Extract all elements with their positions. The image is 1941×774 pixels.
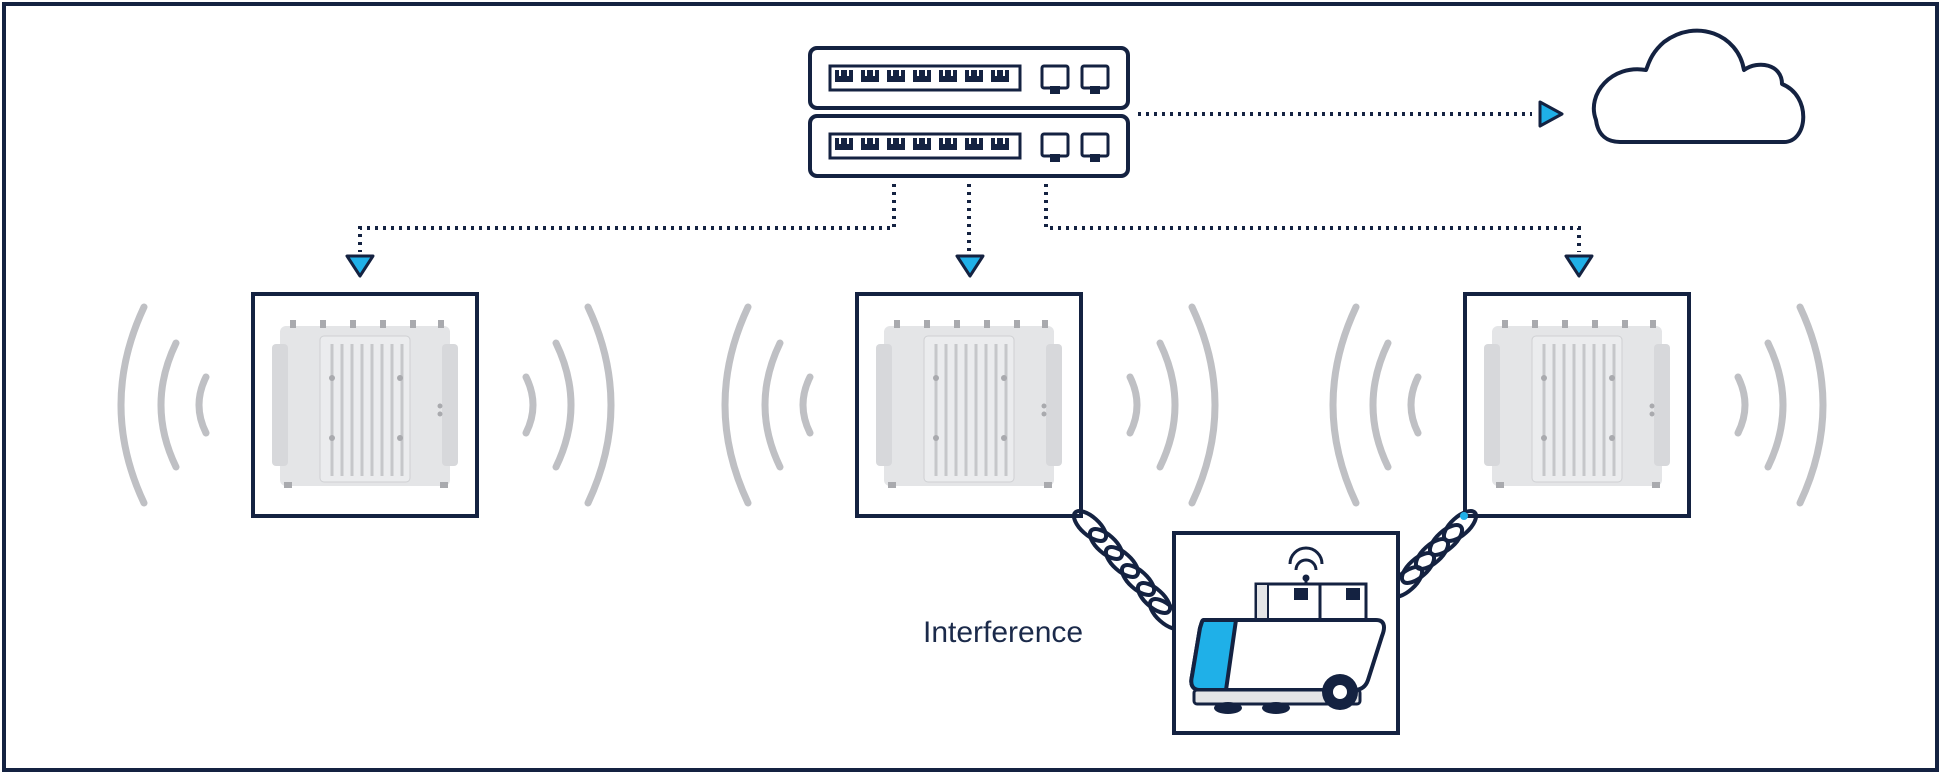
wifi-signal-left-icon [725, 307, 810, 503]
wifi-signal-right-icon [1130, 307, 1215, 503]
cloud-link [1138, 100, 1564, 128]
network-switch-top [808, 46, 1130, 110]
arrow-right-icon [1538, 100, 1564, 128]
access-point-left [121, 292, 611, 518]
arrow-down-icon [955, 254, 985, 278]
wifi-signal-right-icon [1738, 307, 1823, 503]
access-point-icon [874, 318, 1064, 490]
arrow-down-icon [345, 254, 375, 278]
wifi-signal-right-icon [526, 307, 611, 503]
access-point-right [1333, 292, 1823, 518]
cloud-icon [1591, 28, 1806, 144]
access-point-center [725, 292, 1215, 518]
robot-vehicle-icon [1189, 546, 1386, 714]
network-switch-bottom [808, 114, 1130, 178]
switch-icon [808, 46, 1130, 110]
wifi-signal-left-icon [121, 307, 206, 503]
wifi-signal-left-icon [1333, 307, 1418, 503]
access-point-icon [270, 318, 460, 490]
switch-icon [808, 114, 1130, 178]
autonomous-vehicle [1172, 531, 1400, 735]
ap-links [345, 184, 1594, 278]
arrow-down-icon [1564, 254, 1594, 278]
interference-label: Interference [923, 616, 1083, 649]
access-point-icon [1482, 318, 1672, 490]
interference-coil-left [1071, 509, 1185, 631]
